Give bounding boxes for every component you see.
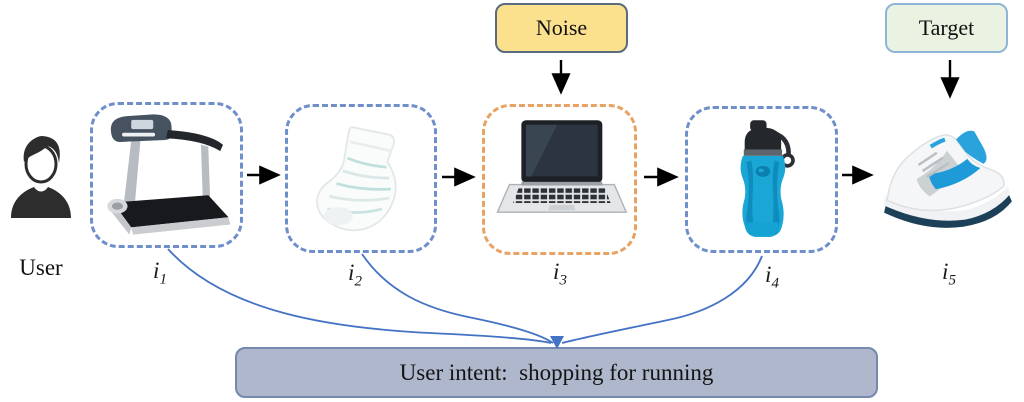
item-label-i3-base: i	[553, 259, 560, 284]
target-box: Target	[885, 3, 1008, 53]
item-box-i2	[285, 104, 437, 253]
item-label-i5-base: i	[942, 259, 949, 284]
item-label-i1: i1	[133, 258, 187, 289]
item-box-i1	[90, 102, 243, 248]
sock-image	[316, 125, 397, 231]
sneaker-image	[884, 130, 1012, 228]
item-label-i3: i3	[533, 259, 587, 290]
user-icon	[11, 136, 71, 218]
user-label: User	[19, 255, 63, 280]
item-label-i3-sub: 3	[559, 272, 567, 289]
item-box-i3	[482, 104, 637, 255]
item-label-i4: i4	[745, 262, 799, 293]
item-label-i4-sub: 4	[771, 275, 779, 292]
target-label: Target	[918, 15, 975, 40]
item-label-i2: i2	[328, 260, 382, 291]
item-image-i5-wrap	[878, 106, 1020, 236]
laptop-image	[495, 119, 627, 213]
noise-box: Noise	[495, 3, 628, 53]
water-bottle-image	[740, 119, 795, 237]
item-label-i1-base: i	[153, 258, 160, 283]
item-label-i1-sub: 1	[159, 271, 167, 288]
intent-curve-i4	[561, 255, 763, 344]
treadmill-image	[106, 114, 230, 235]
item-label-i5-sub: 5	[948, 272, 956, 289]
item-box-i4	[685, 106, 838, 253]
item-label-i5: i5	[922, 259, 976, 290]
item-label-i4-base: i	[765, 262, 772, 287]
user-intent-label: User intent: shopping for running	[399, 359, 714, 385]
noise-label: Noise	[535, 15, 588, 40]
item-label-i2-sub: 2	[354, 273, 362, 290]
intent-curve-i2	[361, 253, 554, 344]
user-intent-box: User intent: shopping for running	[235, 347, 878, 398]
